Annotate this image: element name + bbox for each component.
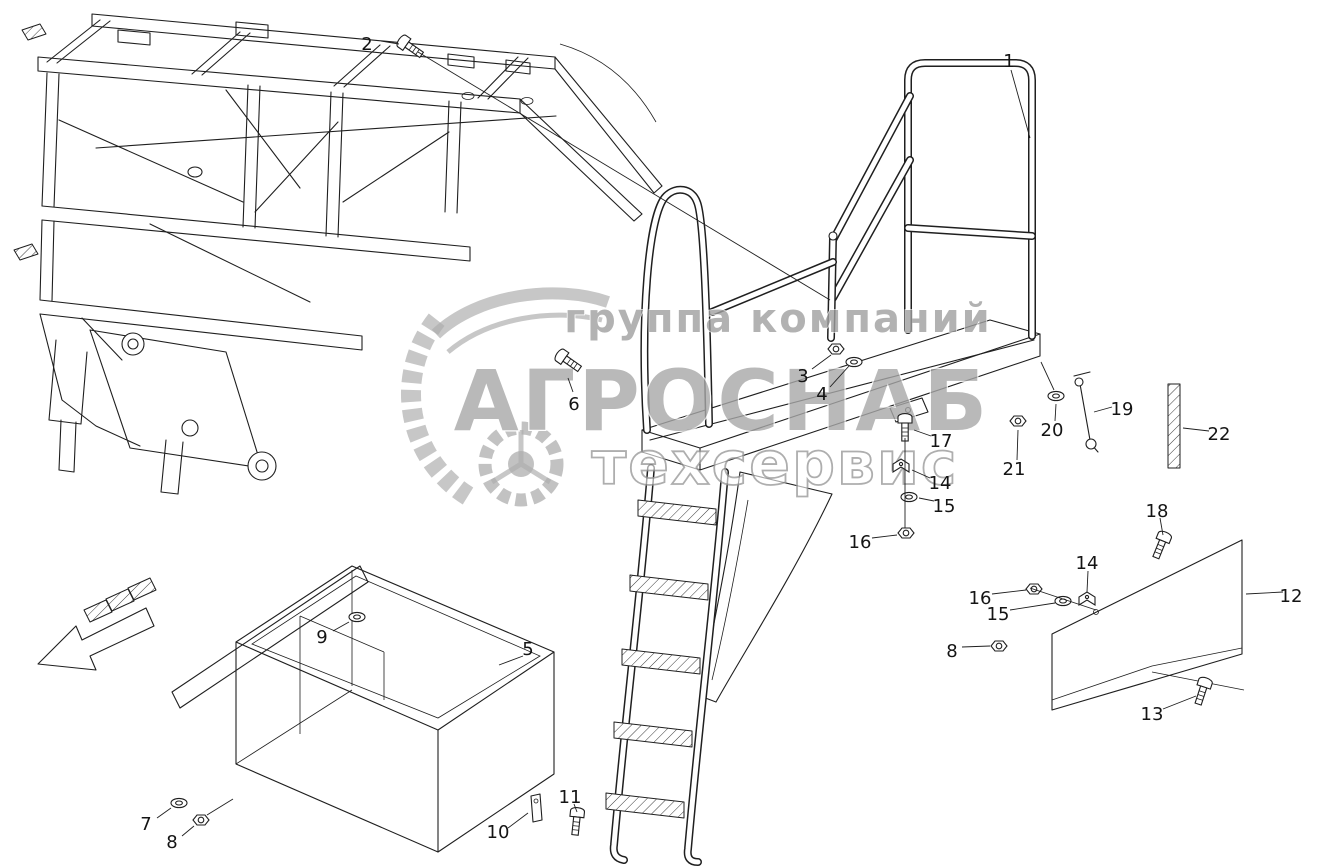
- callout-label-11: 11: [559, 787, 582, 808]
- watermark-line3: техсервис: [592, 429, 959, 499]
- callout-label-8: 8: [946, 641, 957, 662]
- direction-arrow: [37, 577, 157, 671]
- callout-leader-13: [1162, 695, 1197, 710]
- callout-label-15: 15: [933, 496, 956, 517]
- callout-leader-22: [1182, 427, 1210, 432]
- seal-strip-part-22: [1167, 383, 1181, 469]
- nut-part-16: [897, 527, 915, 539]
- callout-label-10: 10: [487, 822, 510, 843]
- callout-label-9: 9: [316, 627, 327, 648]
- callout-label-16: 16: [969, 588, 992, 609]
- assembly-line: [206, 798, 234, 816]
- callout-label-14: 14: [1076, 553, 1099, 574]
- nut-part-3: [827, 343, 845, 355]
- callout-label-2: 2: [361, 34, 372, 55]
- callout-leader-8: [181, 825, 195, 837]
- washer-part-7: [170, 797, 188, 809]
- callout-leader-16: [871, 534, 898, 539]
- assembly-line: [1029, 587, 1097, 611]
- callout-leader-8: [961, 645, 991, 648]
- callout-leader-16: [991, 589, 1027, 595]
- callout-leader-5: [498, 655, 524, 666]
- callout-leader-14: [1086, 570, 1089, 593]
- nut-part-8: [192, 814, 210, 826]
- callout-label-12: 12: [1280, 586, 1303, 607]
- callout-leader-4: [829, 365, 850, 388]
- callout-label-16: 16: [849, 532, 872, 553]
- callout-label-6: 6: [568, 394, 579, 415]
- washer-part-15: [900, 491, 918, 503]
- washer-part-4: [845, 356, 863, 368]
- callout-leader-7: [156, 807, 172, 819]
- callout-label-7: 7: [140, 814, 151, 835]
- callout-label-22: 22: [1208, 424, 1231, 445]
- callout-leader-2: [380, 40, 400, 45]
- watermark-logo: [401, 287, 610, 507]
- callout-leader-3: [811, 354, 832, 370]
- callout-leader-15: [918, 497, 935, 502]
- callout-leader-20: [1054, 403, 1057, 422]
- plate-part-10: [530, 793, 543, 823]
- nut-part-21: [1009, 415, 1027, 427]
- bolt-part-2: [394, 32, 427, 62]
- callout-label-15: 15: [987, 604, 1010, 625]
- callout-label-13: 13: [1141, 704, 1164, 725]
- access-platform: [641, 319, 1041, 703]
- chassis-frame: [13, 13, 663, 495]
- callout-leader-21: [1016, 429, 1019, 461]
- storage-box: [171, 565, 555, 853]
- nut-part-8b: [990, 640, 1008, 652]
- watermark-line1: группа компаний: [564, 296, 991, 342]
- callout-label-20: 20: [1041, 420, 1064, 441]
- callout-label-3: 3: [797, 366, 808, 387]
- callout-leader-18: [1159, 517, 1164, 536]
- callout-label-14: 14: [929, 473, 952, 494]
- callout-label-19: 19: [1111, 399, 1134, 420]
- assembly-line: [1040, 361, 1055, 391]
- callout-label-4: 4: [816, 384, 827, 405]
- bolt-part-18: [1148, 529, 1174, 561]
- callout-leader-14: [911, 469, 931, 479]
- callout-leader-1: [1010, 69, 1031, 139]
- assembly-lines: [206, 51, 1097, 816]
- callouts: 2163417141516202119221814161581213957811…: [140, 34, 1302, 853]
- platform-railing: [640, 59, 1036, 434]
- ladder-steps: [605, 499, 717, 819]
- watermark: группа компаний АГРОСНАБ техсервис: [401, 287, 991, 507]
- callout-label-21: 21: [1003, 459, 1026, 480]
- callout-label-8: 8: [166, 832, 177, 853]
- callout-label-1: 1: [1003, 51, 1014, 72]
- callout-leader-11: [573, 803, 578, 813]
- watermark-line2: АГРОСНАБ: [454, 352, 991, 450]
- callout-leader-12: [1245, 591, 1284, 595]
- callout-label-18: 18: [1146, 501, 1169, 522]
- assembly-line: [417, 51, 831, 301]
- washer-part-20: [1047, 390, 1065, 402]
- callout-leader-10: [507, 812, 529, 829]
- callout-leader-6: [567, 377, 574, 393]
- callout-label-17: 17: [930, 431, 953, 452]
- access-ladder: [605, 464, 729, 866]
- callout-label-5: 5: [522, 639, 533, 660]
- callout-leader-19: [1093, 406, 1113, 413]
- callout-leader-9: [332, 621, 350, 632]
- callout-leader-17: [913, 429, 932, 437]
- gas-strut-part-19: [1073, 371, 1099, 453]
- clamp-part-14b: [1078, 591, 1096, 606]
- callout-leader-15: [1009, 602, 1056, 611]
- washer-part-9: [348, 611, 366, 623]
